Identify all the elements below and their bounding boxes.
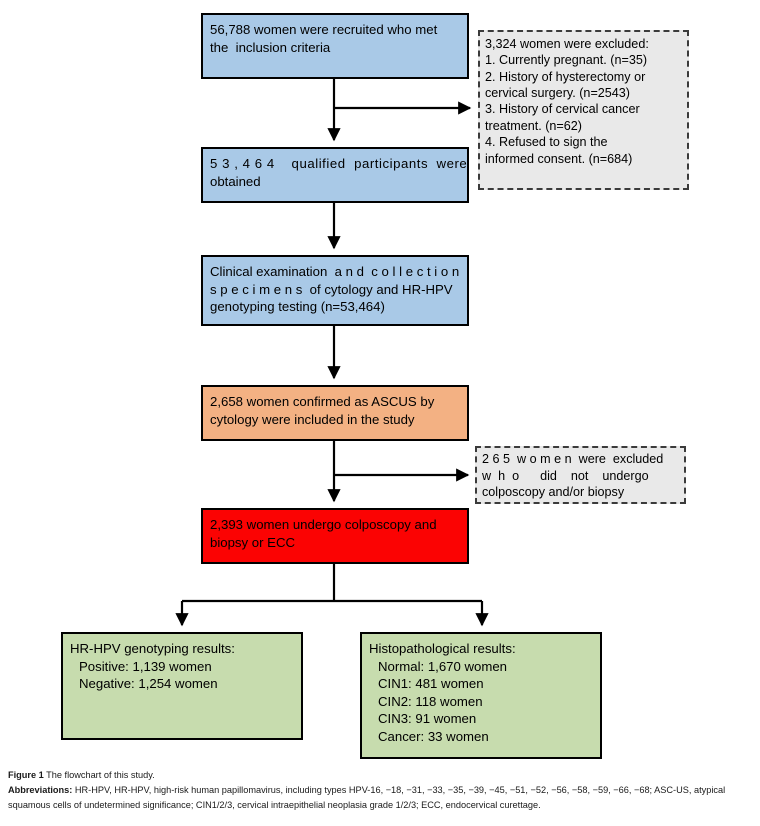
excluded2-line-1: 2 6 5 w o m e n were excluded [482,452,664,466]
node-clinical-line-3: genotyping testing (n=53,464) [210,299,385,315]
histo-results-normal: Normal: 1,670 women [378,658,508,674]
node-histopathological-results: Histopathological results: Normal: 1,670… [360,632,602,759]
abbreviations-label: Abbreviations: [8,784,73,795]
node-clinical-line-1: Clinical examination a n d c o l l e c t… [210,264,460,279]
excluded-line-3: 2. History of hysterectomy or [485,69,646,84]
node-ascus-line-2: cytology were included in the study [210,411,415,427]
figure-title: The flowchart of this study. [46,770,155,780]
excluded2-line-3: colposcopy and/or biopsy [482,485,625,500]
node-colposcopy-line-2: biopsy or ECC [210,534,296,550]
histo-results-heading: Histopathological results: [369,641,516,656]
excluded-line-6: treatment. (n=62) [485,118,582,133]
histo-results-cin3: CIN3: 91 women [378,711,477,727]
node-recruited-line-1: 56,788 women were recruited who met [210,22,438,37]
abbreviations-text: HR-HPV, HR-HPV, high-risk human papillom… [8,784,726,810]
figure-abbreviations-line: Abbreviations: HR-HPV, HR-HPV, high-risk… [8,783,752,813]
node-ascus-confirmed: 2,658 women confirmed as ASCUS by cytolo… [201,385,469,441]
excluded-line-8: informed consent. (n=684) [485,151,633,166]
node-hpv-genotyping-results: HR-HPV genotyping results: Positive: 1,1… [61,632,303,740]
figure-caption: Figure 1 The flowchart of this study. Ab… [8,768,752,813]
connector-recruited-to-qualified [327,79,472,142]
hpv-results-negative: Negative: 1,254 women [79,676,218,692]
connector-ascus-to-colposcopy [327,441,470,503]
excluded-line-2: 1. Currently pregnant. (n=35) [485,53,648,68]
excluded-line-7: 4. Refused to sign the [485,135,608,150]
histo-results-cin2: CIN2: 118 women [378,693,483,709]
flow-connectors [175,79,489,627]
histo-results-cancer: Cancer: 33 women [378,728,489,744]
node-qualified-participants: 5 3 , 4 6 4 qualified participants were … [201,147,469,203]
node-recruited: 56,788 women were recruited who met the … [201,13,469,79]
excluded-line-4: cervical surgery. (n=2543) [485,86,631,101]
histo-results-cin1: CIN1: 481 women [378,676,484,692]
node-ascus-line-1: 2,658 women confirmed as ASCUS by [210,394,435,409]
figure-caption-title-line: Figure 1 The flowchart of this study. [8,768,752,783]
node-clinical-examination: Clinical examination a n d c o l l e c t… [201,255,469,326]
flowchart-canvas: 56,788 women were recruited who met the … [61,13,689,759]
excluded-line-5: 3. History of cervical cancer [485,102,640,117]
node-colposcopy-biopsy: 2,393 women undergo colposcopy and biops… [201,508,469,564]
excluded2-line-2: w h o did not undergo [482,468,649,483]
figure-label: Figure 1 [8,770,44,780]
hpv-results-positive: Positive: 1,139 women [79,658,212,674]
node-clinical-line-2: s p e c i m e n s of cytology and HR-HPV [210,281,453,297]
hpv-results-heading: HR-HPV genotyping results: [70,641,235,656]
node-colposcopy-line-1: 2,393 women undergo colposcopy and [210,517,437,532]
node-recruited-line-2: the inclusion criteria [210,39,331,55]
connector-colposcopy-split [175,564,489,627]
node-qualified-line-2: obtained [210,173,261,189]
node-excluded-criteria: 3,324 women were excluded: 1. Currently … [478,30,689,190]
excluded-line-1: 3,324 women were excluded: [485,37,649,51]
node-excluded-no-colposcopy: 2 6 5 w o m e n were excluded w h o did … [475,446,686,504]
node-qualified-line-1: 5 3 , 4 6 4 qualified participants were [210,156,468,171]
